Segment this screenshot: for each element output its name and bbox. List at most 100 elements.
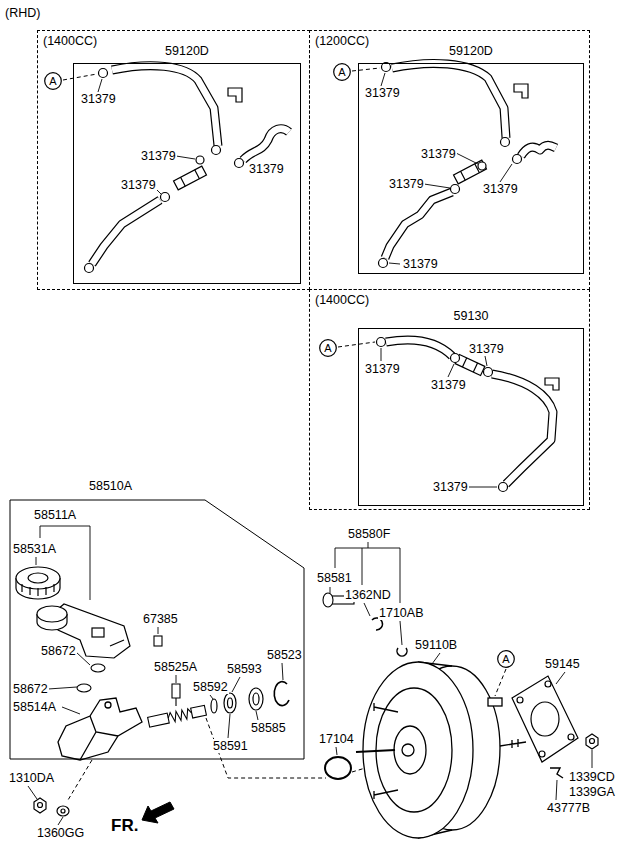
cylinder-seal (224, 693, 236, 713)
leader-line (389, 263, 400, 264)
hose-core (386, 340, 452, 356)
part-number: 59120D (447, 44, 495, 58)
brake-booster (488, 698, 502, 706)
hose-clamp (499, 483, 508, 492)
cylinder-seal (274, 682, 289, 706)
hose-outline (92, 200, 160, 264)
callout-number: 43777B (546, 801, 591, 815)
clevis-pin (397, 648, 407, 656)
hose-clamp (501, 138, 510, 147)
reference-leader (352, 68, 380, 71)
callout-number: 31379 (364, 86, 401, 100)
part-number: 59130 (452, 309, 491, 323)
circle-outline (334, 64, 351, 81)
gasket (512, 676, 578, 762)
callout-number: 1710AB (378, 606, 424, 620)
leader-line (330, 587, 331, 593)
callout-number: 31379 (468, 342, 505, 356)
hose-core (243, 129, 289, 160)
brake-booster (402, 744, 414, 756)
callout-number: 58525A (153, 660, 198, 674)
leader-line (469, 487, 497, 488)
master-cylinder (58, 698, 142, 760)
hose-clamp (161, 193, 170, 202)
callout-number: 58523 (266, 648, 303, 662)
nut-and-clip (34, 734, 598, 816)
master-cylinder (58, 698, 142, 760)
variant-panel: (1400CC)59130A (309, 289, 590, 510)
callout-number: 17104 (318, 732, 355, 746)
callout-letter: A (338, 66, 345, 78)
reference-circle: A (44, 72, 62, 90)
hose-core (92, 200, 160, 264)
master-cylinder (105, 702, 111, 708)
leader-line (592, 750, 593, 768)
leader-line (556, 672, 565, 684)
piston-assembly (191, 705, 207, 718)
hose-clamp (212, 146, 221, 155)
hose-outline (386, 340, 452, 356)
callout-number: 67385 (142, 612, 179, 626)
clevis-pin (323, 593, 333, 607)
callout-number: 1339CD (568, 770, 616, 784)
hose-clamp (379, 259, 388, 268)
hose-clamp (478, 162, 486, 170)
small-fittings (172, 684, 180, 706)
callout-number: 58511A (33, 508, 77, 522)
reservoir-cap (28, 573, 48, 583)
leader-line (448, 364, 454, 377)
leader-line (210, 695, 213, 699)
hose-core (492, 374, 553, 484)
reservoir-cap (16, 567, 60, 599)
leader-line (228, 714, 230, 738)
callout-number: 31379 (432, 480, 469, 494)
brake-booster (356, 662, 526, 838)
hose-core (385, 192, 452, 258)
callout-number: 58531A (12, 542, 57, 556)
callout-number: 31379 (248, 162, 285, 176)
hose-clamp (484, 368, 493, 377)
assembly-outline (10, 500, 304, 759)
gasket (512, 676, 578, 762)
hose-bracket (545, 378, 559, 390)
check-valve (174, 166, 207, 190)
leader-line (456, 153, 478, 164)
leader-line (36, 557, 37, 565)
brake-fluid-reservoir (37, 606, 67, 622)
check-valve (461, 164, 480, 180)
circle-outline (498, 651, 515, 668)
leader-line (381, 348, 382, 361)
hose-clamp (196, 156, 204, 164)
gasket (517, 697, 523, 703)
leader-line (485, 356, 487, 366)
o-ring (325, 757, 351, 779)
brake-booster (500, 739, 526, 748)
reservoir-cap (22, 584, 54, 596)
hose-clamp (85, 264, 94, 273)
hose-outline (521, 145, 556, 156)
reference-leader (63, 68, 506, 696)
leader-line (176, 675, 177, 683)
panel-heading: (1400CC) (42, 34, 98, 48)
front-arrow (142, 802, 174, 823)
callout-number: 59110B (414, 638, 458, 652)
hose-clamp (451, 185, 460, 194)
gasket (539, 751, 545, 757)
check-valve (174, 160, 487, 375)
hose-bracket (514, 84, 528, 98)
callout-number: 58593 (226, 662, 263, 676)
leader-line (424, 184, 450, 188)
check-valve (462, 358, 477, 372)
piston-assembly (167, 708, 193, 723)
small-fittings (91, 664, 105, 672)
callout-number: 58592 (192, 680, 229, 694)
callout-letter: A (49, 75, 56, 87)
circle-outline (45, 73, 62, 90)
callout-number: 31379 (482, 182, 519, 196)
clevis-pin (323, 593, 407, 656)
leader-line (176, 156, 195, 159)
callout-number: 58672 (40, 644, 77, 658)
leader-line (381, 73, 385, 86)
callout-number: 31379 (140, 149, 177, 163)
callout-number: 31379 (364, 362, 401, 376)
